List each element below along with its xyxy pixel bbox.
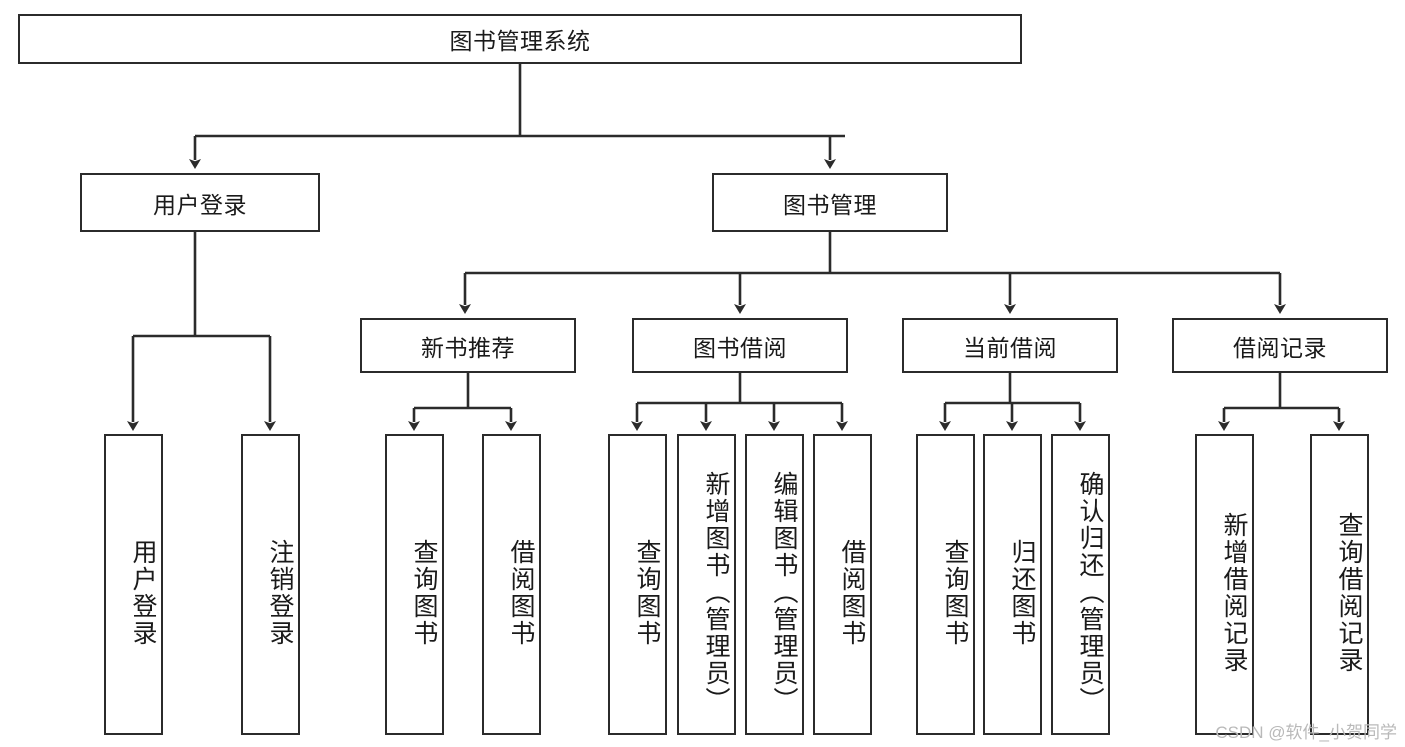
node-borrow-record[interactable]: 借阅记录 [1172, 318, 1388, 373]
node-new-book-recommend[interactable]: 新书推荐 [360, 318, 576, 373]
leaf-new-book-query[interactable]: 查询图书 [385, 434, 444, 735]
leaf-borrow-edit-book[interactable]: 编辑图书（管理员） [745, 434, 804, 735]
leaf-label: 查询图书 [941, 538, 969, 647]
leaf-label: 归还图书 [1008, 538, 1036, 647]
leaf-label: 新增借阅记录 [1220, 511, 1248, 674]
leaf-label: 编辑图书（管理员） [770, 471, 798, 714]
leaf-borrow-add-book[interactable]: 新增图书（管理员） [677, 434, 736, 735]
leaf-user-login-login[interactable]: 用户登录 [104, 434, 163, 735]
leaf-borrow-query-book[interactable]: 查询图书 [608, 434, 667, 735]
node-root[interactable]: 图书管理系统 [18, 14, 1022, 64]
node-book-borrow[interactable]: 图书借阅 [632, 318, 848, 373]
leaf-label: 确认归还（管理员） [1076, 471, 1104, 714]
leaf-label: 用户登录 [129, 538, 157, 647]
leaf-record-query[interactable]: 查询借阅记录 [1310, 434, 1369, 735]
leaf-label: 借阅图书 [838, 538, 866, 647]
leaf-label: 查询图书 [633, 538, 661, 647]
leaf-current-return-book[interactable]: 归还图书 [983, 434, 1042, 735]
leaf-new-book-borrow[interactable]: 借阅图书 [482, 434, 541, 735]
csdn-watermark: CSDN @软件_小贺同学 [1215, 723, 1397, 742]
node-current-borrow[interactable]: 当前借阅 [902, 318, 1118, 373]
node-user-login[interactable]: 用户登录 [80, 173, 320, 232]
leaf-label: 查询借阅记录 [1335, 511, 1363, 674]
leaf-borrow-borrow-book[interactable]: 借阅图书 [813, 434, 872, 735]
leaf-current-confirm-return[interactable]: 确认归还（管理员） [1051, 434, 1110, 735]
leaf-label: 注销登录 [266, 538, 294, 647]
leaf-label: 借阅图书 [507, 538, 535, 647]
node-book-management[interactable]: 图书管理 [712, 173, 948, 232]
leaf-label: 查询图书 [410, 538, 438, 647]
leaf-user-login-logout[interactable]: 注销登录 [241, 434, 300, 735]
leaf-record-add[interactable]: 新增借阅记录 [1195, 434, 1254, 735]
leaf-label: 新增图书（管理员） [702, 471, 730, 714]
leaf-current-query-book[interactable]: 查询图书 [916, 434, 975, 735]
